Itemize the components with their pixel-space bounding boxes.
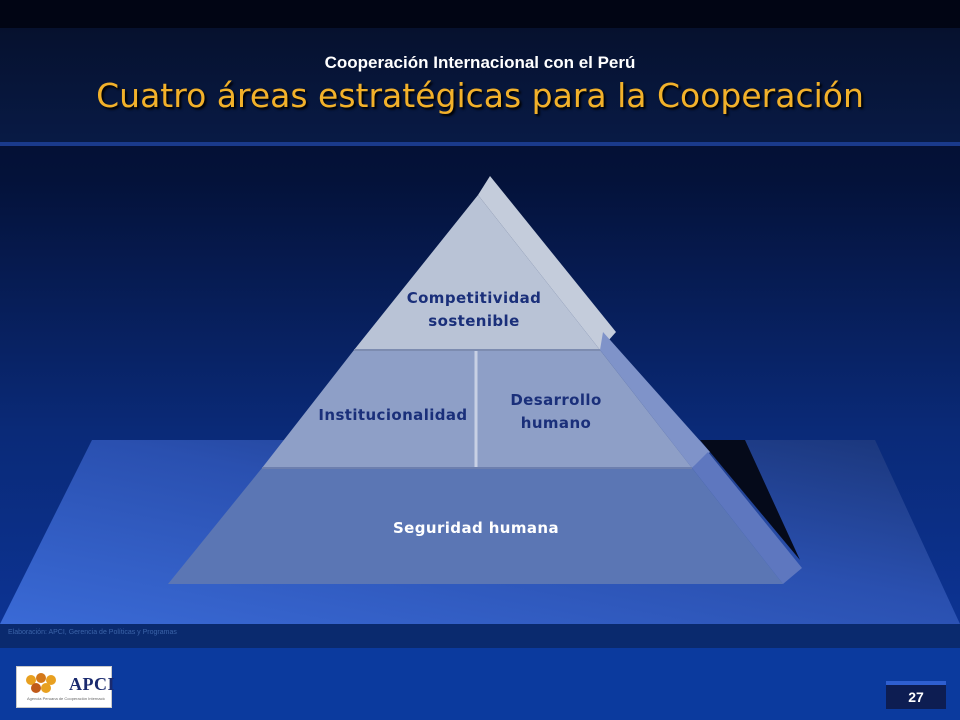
pyramid-shadow: [700, 440, 800, 560]
source-note: Elaboración: APCI, Gerencia de Políticas…: [8, 629, 177, 636]
footer-bar: [0, 624, 960, 648]
logo-subtext: Agencia Peruana de Cooperación Internaci…: [27, 696, 105, 701]
top-band: [0, 0, 960, 28]
apci-logo-mark-icon: [26, 673, 56, 693]
apci-logo: APCI Agencia Peruana de Cooperación Inte…: [16, 666, 115, 708]
label-desarrollo-line2: humano: [521, 414, 592, 432]
logo-text: APCI: [69, 674, 115, 694]
tier-apex: [354, 195, 600, 350]
slide-title: Cuatro áreas estratégicas para la Cooper…: [96, 76, 864, 115]
page-number-box: 27: [886, 681, 946, 709]
label-competitividad-line2: sostenible: [428, 312, 519, 330]
slide-subtitle: Cooperación Internacional con el Perú: [324, 53, 636, 72]
apex-side-face: [478, 176, 616, 350]
label-desarrollo-line1: Desarrollo: [510, 391, 601, 409]
header-band: [0, 28, 960, 146]
middle-side-face: [600, 332, 710, 468]
tier-base: [168, 468, 783, 584]
bottom-band: [0, 648, 960, 720]
page-number: 27: [908, 689, 924, 705]
label-competitividad-line1: Competitividad: [407, 289, 542, 307]
base-side-face: [692, 452, 802, 584]
label-seguridad-humana: Seguridad humana: [393, 519, 559, 537]
label-institucionalidad: Institucionalidad: [318, 406, 467, 424]
